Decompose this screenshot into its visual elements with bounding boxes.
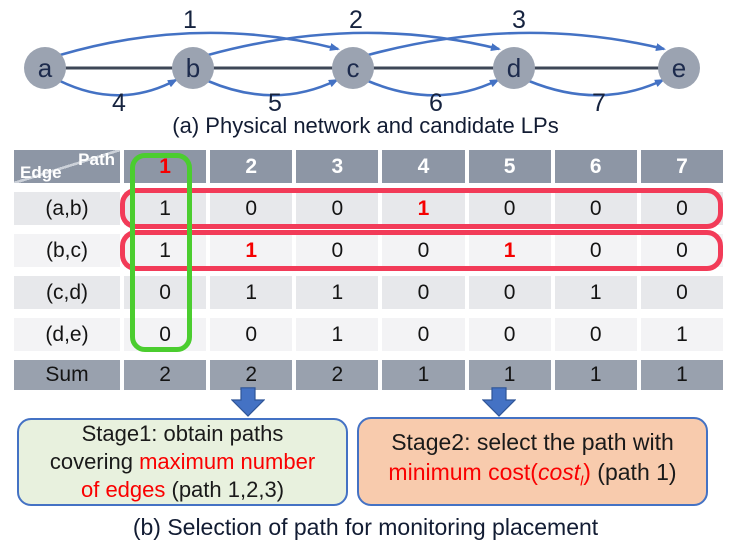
- lp-table: Path Edge 1 2 3 4 5 6 7 (a,b) 1 0 0 1 0 …: [14, 150, 723, 390]
- corner-edge-label: Edge: [20, 163, 62, 182]
- stage2-cost-subscript: l: [580, 472, 584, 489]
- stage1-text: Stage1: obtain paths: [81, 421, 284, 446]
- node-a: [24, 47, 66, 89]
- sum-3: 2: [296, 360, 379, 390]
- path1-column-green-outline: [130, 153, 192, 352]
- node-e-label: e: [672, 53, 686, 83]
- cell-cd-1: 0: [124, 276, 207, 309]
- cell-cd-7: 0: [640, 276, 723, 309]
- path-6-curve: [367, 78, 500, 97]
- stage2-line1: Stage2: select the path with: [359, 427, 706, 457]
- stage2-text-red: minimum cost(: [388, 459, 538, 486]
- path-3-curve: [367, 31, 666, 57]
- path-header-3: 3: [296, 150, 379, 183]
- cell-ab-1: 1: [124, 192, 207, 225]
- corner-path-label: Path: [78, 150, 115, 169]
- caption-a: (a) Physical network and candidate LPs: [172, 113, 559, 138]
- path-1-number: 1: [183, 6, 197, 34]
- path-2-curve: [207, 31, 501, 57]
- edge-label-de: (d,e): [14, 318, 120, 351]
- cell-ab-6: 0: [554, 192, 637, 225]
- path-7-curve: [528, 78, 665, 97]
- cell-bc-2: 1: [210, 234, 293, 267]
- cell-cd-4: 0: [382, 276, 465, 309]
- cell-cd-6: 1: [554, 276, 637, 309]
- edge-label-cd: (c,d): [14, 276, 120, 309]
- cell-de-7: 1: [640, 318, 723, 351]
- path-7-number: 7: [592, 89, 606, 117]
- cell-ab-2: 0: [210, 192, 293, 225]
- node-c: [332, 47, 374, 89]
- node-c-label: c: [347, 53, 360, 83]
- sum-label: Sum: [14, 360, 120, 390]
- stage2-line2: minimum cost(costl) (path 1): [359, 457, 706, 496]
- row-ab-red-outline: [120, 188, 723, 229]
- cell-de-6: 0: [554, 318, 637, 351]
- stage2-text-black: (path 1): [590, 459, 677, 486]
- path-1-curve: [59, 31, 340, 57]
- cell-bc-4: 0: [382, 234, 465, 267]
- path-header-7: 7: [640, 150, 723, 183]
- path-4-number: 4: [112, 89, 126, 117]
- node-e: [658, 47, 700, 89]
- sum-7: 1: [640, 360, 723, 390]
- sum-1: 2: [124, 360, 207, 390]
- sum-2: 2: [210, 360, 293, 390]
- cell-cd-3: 1: [296, 276, 379, 309]
- cell-cd-5: 0: [468, 276, 551, 309]
- cell-bc-3: 0: [296, 234, 379, 267]
- stage1-line1: Stage1: obtain paths: [19, 420, 346, 448]
- path-6-number: 6: [429, 89, 443, 117]
- cell-ab-5: 0: [468, 192, 551, 225]
- stage1-text-black2: (path 1,2,3): [171, 477, 285, 502]
- edge-label-bc: (b,c): [14, 234, 120, 267]
- path-2-number: 2: [349, 6, 363, 34]
- edge-label-ab: (a,b): [14, 192, 120, 225]
- row-bc-red-outline: [120, 230, 723, 271]
- sum-6: 1: [554, 360, 637, 390]
- path-header-6: 6: [554, 150, 637, 183]
- stage1-text-red: maximum number: [139, 449, 316, 474]
- node-d-label: d: [507, 53, 521, 83]
- cell-de-4: 0: [382, 318, 465, 351]
- stage1-text-black: covering: [49, 449, 140, 474]
- cell-bc-1: 1: [124, 234, 207, 267]
- path-3-number: 3: [512, 6, 526, 34]
- table-corner-cell: Path Edge: [14, 150, 120, 183]
- stage2-down-arrow: [482, 387, 516, 417]
- network-graph: a b c d e 1 2 3 4 5 6 7: [24, 6, 700, 117]
- stage1-down-arrow: [231, 387, 265, 417]
- stage1-line3: of edges (path 1,2,3): [19, 476, 346, 504]
- stage1-line2: covering maximum number: [19, 448, 346, 476]
- sum-5: 1: [468, 360, 551, 390]
- node-a-label: a: [38, 53, 53, 83]
- cell-de-3: 1: [296, 318, 379, 351]
- node-d: [493, 47, 535, 89]
- cell-de-5: 0: [468, 318, 551, 351]
- stage2-cost-italic: cost: [537, 459, 581, 486]
- node-b: [172, 47, 214, 89]
- path-5-number: 5: [268, 89, 282, 117]
- path-5-curve: [207, 78, 339, 97]
- cell-cd-2: 1: [210, 276, 293, 309]
- caption-b: (b) Selection of path for monitoring pla…: [132, 514, 599, 540]
- cell-ab-4: 1: [382, 192, 465, 225]
- cell-de-2: 0: [210, 318, 293, 351]
- stage2-text-red-close: ): [583, 459, 591, 486]
- stage1-text-red2: of edges: [80, 477, 172, 502]
- node-b-label: b: [186, 53, 200, 83]
- path-header-2: 2: [210, 150, 293, 183]
- path-4-curve: [59, 78, 178, 97]
- stage2-box: Stage2: select the path with minimum cos…: [357, 417, 708, 506]
- path-header-4: 4: [382, 150, 465, 183]
- stage2-text: Stage2: select the path with: [391, 429, 674, 456]
- cell-ab-3: 0: [296, 192, 379, 225]
- path-header-5: 5: [468, 150, 551, 183]
- stage1-box: Stage1: obtain paths covering maximum nu…: [17, 418, 348, 506]
- sum-4: 1: [382, 360, 465, 390]
- cell-bc-6: 0: [554, 234, 637, 267]
- cell-bc-5: 1: [468, 234, 551, 267]
